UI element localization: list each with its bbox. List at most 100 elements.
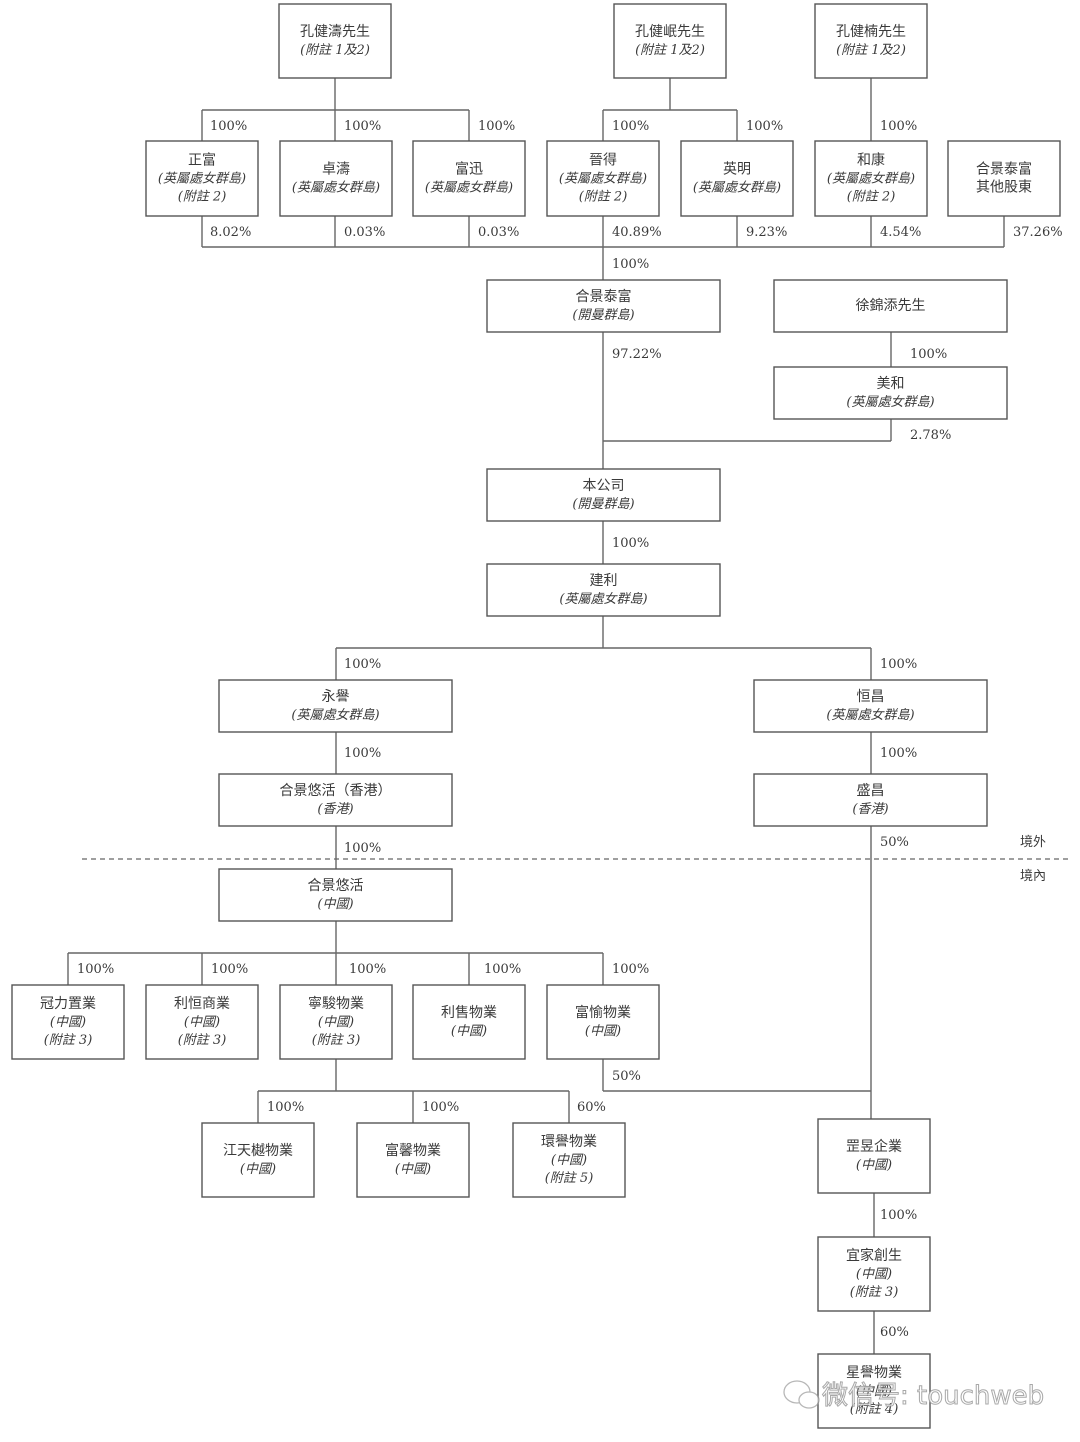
entity-detail: (中國) [184,1015,220,1030]
entity-name: 合景泰富 [576,288,632,305]
entity-name: 宜家創生 [846,1247,902,1264]
box-frame [512,1122,626,1198]
entity-box-lishou: 利售物業(中國) [412,984,526,1060]
entity-name: 徐錦添先生 [856,297,926,314]
entity-name: 富馨物業 [385,1142,441,1159]
box-frame [814,3,928,79]
percentage-labels: 100%100%100%100%100%100%8.02%0.03%0.03%4… [77,119,1063,1340]
entity-name: 盛昌 [857,783,885,799]
entity-name: 美和 [877,376,905,392]
entity-box-meihe: 美和(英屬處女群島) [773,366,1008,420]
entity-box-ningjun: 寧駿物業 (中國) (附註 3) [279,984,393,1060]
entity-name: 卓濤 [322,162,350,178]
ownership-percent-kong-jiantao-fuxun: 100% [478,119,515,134]
ownership-percent-gangyu-yijia: 100% [880,1208,917,1223]
entity-box-fuyu: 富愉物業(中國) [546,984,660,1060]
ownership-percent-kong-jiantao-zhengfu: 100% [210,119,247,134]
entity-name: 孔健濤先生 [300,24,370,40]
entity-box-yongyu: 永譽 (英屬處女群島) [218,679,453,733]
entity-box-zhuotao: 卓濤(英屬處女群島) [279,140,393,217]
entity-name: 寧駿物業 [308,995,364,1012]
entity-box-kong-jiantao: 孔健濤先生(附註 1及2) [278,3,392,79]
entity-detail: (中國) [318,1015,354,1030]
box-frame [546,984,660,1060]
entity-detail: (開曼群島) [572,497,634,512]
box-frame [817,1353,931,1429]
box-frame [279,140,393,217]
ownership-percent-ningjun-jiangtianshu: 100% [267,1100,304,1115]
box-frame [486,279,721,333]
ownership-percent-company-jianli: 100% [612,536,649,551]
entity-name: 合景泰富 [976,161,1032,178]
ownership-percent-kwghk-kwgcn: 100% [344,841,381,856]
ownership-percent-kong-jiantao-zhuotao: 100% [344,119,381,134]
entity-name: 晉得 [589,152,617,169]
entity-detail: 其他股東 [976,180,1032,196]
entity-name: 合景悠活（香港） [280,783,392,799]
entity-detail: (英屬處女群島) [425,180,513,196]
ownership-percent-yongyu-kwghk: 100% [344,746,381,761]
ownership-percent-meihe-company: 2.78% [910,428,951,443]
ownership-percent-jianli-yongyu: 100% [344,657,381,672]
ownership-percent-jianli-hengchang: 100% [880,657,917,672]
entity-box-jiangtianshu: 江天樾物業(中國) [201,1122,315,1198]
entity-name: 冠力置業 [40,996,96,1012]
box-frame [773,279,1008,333]
entity-detail: (英屬處女群島) [693,180,781,196]
entity-name: 富迅 [455,161,483,178]
entity-detail: (中國) [50,1015,86,1030]
entity-box-jinde: 晉得(英屬處女群島)(附註 2) [546,140,660,217]
entity-box-jianli: 建利(英屬處女群島) [486,563,721,617]
ownership-percent-xu-meihe: 100% [910,347,947,362]
entity-box-xingyu: 星譽物業(中國)(附註 4) [817,1353,931,1429]
entity-name: 合景悠活 [308,878,364,894]
region-label-onshore: 境內 [1020,869,1046,884]
entity-box-kong-jianmin: 孔健岷先生(附註 1及2) [613,3,727,79]
entity-detail: (附註 3) [44,1033,93,1048]
entity-detail: (開曼群島) [572,308,634,323]
entity-detail: (附註 3) [850,1285,899,1300]
ownership-percent-jinde-kwg: 40.89% [612,225,662,240]
box-frame [218,773,453,827]
entity-box-fuxun: 富迅 (英屬處女群島) [412,140,526,217]
entity-detail: (英屬處女群島) [559,171,647,187]
entity-name: 永譽 [322,689,350,705]
ownership-percent-cn-fuyu: 100% [612,962,649,977]
entity-detail: (附註 5) [545,1171,594,1186]
entity-detail: (英屬處女群島) [291,707,379,723]
ownership-percent-others-kwg: 37.26% [1013,225,1063,240]
box-frame [546,140,660,217]
entity-name: 星譽物業 [846,1365,902,1381]
ownership-percent-cn-liheng: 100% [211,962,248,977]
box-frame [145,140,259,217]
entity-detail: (附註 2) [178,190,227,205]
box-frame [201,1122,315,1198]
box-frame [218,679,453,733]
entity-detail: (中國) [856,1267,892,1282]
box-frame [278,3,392,79]
ownership-percent-kong-jiannan-hekang: 100% [880,119,917,134]
entity-detail: (附註 3) [312,1033,361,1048]
box-frame [753,679,988,733]
ownership-percent-yingming-kwg: 9.23% [746,225,787,240]
box-frame [279,984,393,1060]
entity-detail: (中國) [856,1158,892,1173]
box-frame [356,1122,470,1198]
entity-box-liheng: 利恒商業 (中國) (附註 3) [145,984,259,1060]
box-frame [817,1118,931,1194]
ownership-percent-yijia-xingyu: 60% [880,1325,909,1340]
ownership-percent-shengchang-gangyu: 50% [880,835,909,850]
entity-box-kwg: 合景泰富 (開曼群島) [486,279,721,333]
entity-name: 富愉物業 [575,1004,631,1021]
ownership-percent-hekang-kwg: 4.54% [880,225,921,240]
box-frame [773,366,1008,420]
entity-name: 利恒商業 [174,996,230,1012]
entity-detail: (香港) [852,802,888,817]
entity-box-gangyu: 罡昱企業(中國) [817,1118,931,1194]
entity-detail: (附註 1及2) [836,43,906,58]
entity-detail: (附註 3) [178,1033,227,1048]
entity-box-shengchang: 盛昌 (香港) [753,773,988,827]
watermark: 微信号: touchweb [783,1380,1045,1412]
entity-box-kwg-living-hk: 合景悠活（香港）(香港) [218,773,453,827]
